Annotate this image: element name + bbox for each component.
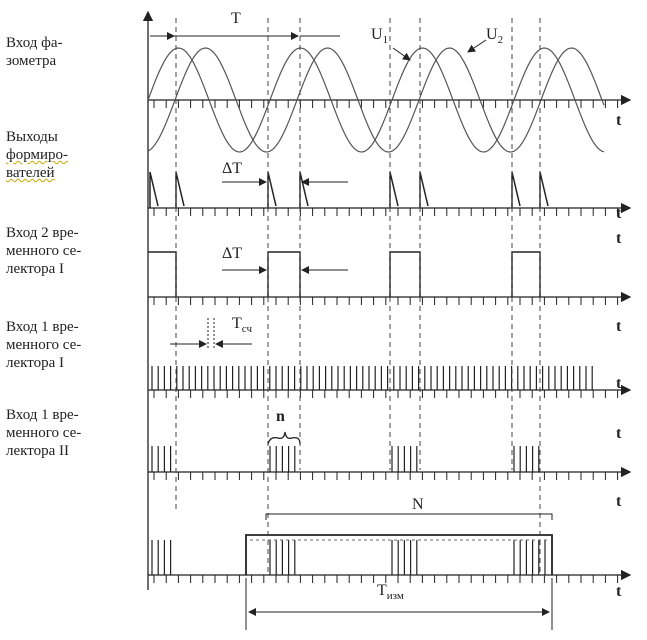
- time-axis-label-row2: t: [616, 205, 622, 222]
- u1-leader: [392, 47, 411, 61]
- u2-leader: [467, 39, 487, 53]
- gate-pulse: [267, 251, 301, 297]
- n-brace: [267, 431, 301, 445]
- n-big-label: N: [412, 496, 424, 513]
- label-shaper-outputs-line3: вателей: [6, 165, 55, 181]
- u1-label: U1: [371, 26, 389, 47]
- delta-t-label-shapers: ΔT: [222, 160, 243, 177]
- time-axis-label-row5: t: [616, 375, 622, 392]
- shaper-pulse: [175, 171, 185, 208]
- time-axis-label-row7: t: [616, 493, 622, 510]
- time-axis-label-row6: t: [616, 425, 622, 442]
- time-axis-label-row4: t: [616, 318, 622, 335]
- shaper-pulse: [539, 171, 549, 208]
- label-selector1-input1: Вход 1 вре- менного се- лектора I: [6, 319, 82, 371]
- shaper-pulse: [389, 171, 399, 208]
- gate-pulse: [511, 251, 541, 297]
- time-axis-label-row1: t: [616, 112, 622, 129]
- shaper-pulse: [511, 171, 521, 208]
- tcount-label: Tсч: [232, 315, 252, 336]
- shaper-pulse: [419, 171, 429, 208]
- u2-label: U2: [486, 26, 504, 47]
- waves-layer: [147, 47, 605, 575]
- label-selector1-input2: Вход 2 вре- менного се- лектора I: [6, 225, 82, 277]
- shaper-pulse: [299, 171, 309, 208]
- time-axis-label-row8: t: [616, 583, 622, 600]
- axes-layer: [142, 10, 632, 590]
- label-shaper-outputs-line2: формиро-: [6, 147, 69, 163]
- sine-wave-u2: [147, 47, 605, 153]
- n-small-label: n: [276, 408, 285, 425]
- measurement-window: [245, 534, 553, 575]
- period-label: T: [231, 10, 241, 27]
- sine-wave-u1: [147, 47, 605, 153]
- label-selector2-input1: Вход 1 вре- менного се- лектора II: [6, 407, 82, 459]
- shaper-pulse: [149, 171, 159, 208]
- tmeas-label: Tизм: [377, 582, 404, 603]
- delta-t-label-selector: ΔT: [222, 245, 243, 262]
- annotation-lines-layer: [150, 18, 553, 630]
- gate-pulse-1: [148, 251, 177, 297]
- shaper-pulse: [267, 171, 277, 208]
- time-axis-label-row3: t: [616, 230, 622, 247]
- n-bracket: [265, 513, 553, 520]
- label-phase-meter-input: Вход фа- зометра: [6, 35, 63, 69]
- label-shaper-outputs-line1: Выходы: [6, 129, 58, 145]
- gate-pulse: [389, 251, 421, 297]
